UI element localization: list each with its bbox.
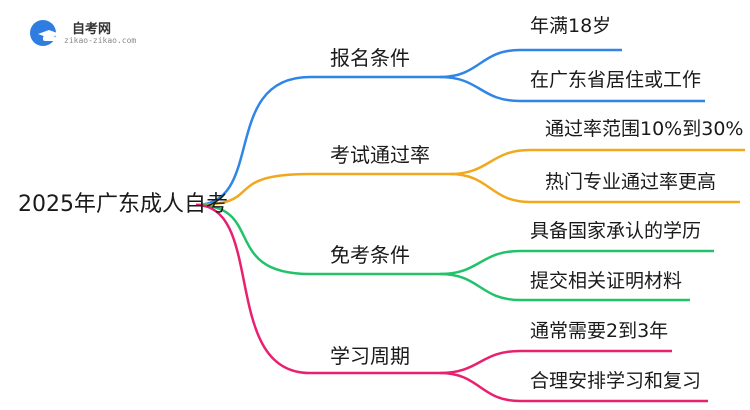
link-exemption [195, 203, 440, 276]
branch-registration: 报名条件 [330, 46, 410, 70]
link-study-period-leaf-2 [439, 371, 708, 403]
link-pass-rate-leaf-1 [449, 148, 745, 176]
link-registration-leaf-2 [439, 75, 705, 103]
leaf-schedule: 合理安排学习和复习 [530, 370, 702, 392]
link-registration [195, 75, 440, 207]
link-study-period-leaf-1 [439, 349, 672, 375]
link-exemption-leaf-1 [439, 249, 714, 276]
link-study-period [195, 203, 440, 375]
logo-title: 自考网 [72, 22, 112, 37]
branch-pass-rate: 考试通过率 [330, 143, 430, 167]
leaf-pass-range: 通过率范围10%到30% [545, 118, 744, 140]
branch-exemption: 免考条件 [330, 243, 410, 267]
leaf-popular-majors: 热门专业通过率更高 [545, 171, 717, 193]
root-node: 2025年广东成人自考 [18, 192, 228, 217]
leaf-recognized-degree: 具备国家承认的学历 [530, 220, 702, 242]
logo-subtitle: zikao-zikao.com [64, 36, 137, 45]
leaf-residence: 在广东省居住或工作 [530, 69, 702, 91]
link-registration-leaf-1 [439, 48, 622, 79]
graduation-cap-icon [30, 20, 60, 46]
site-logo[interactable]: 自考网 zikao-zikao.com [24, 14, 164, 50]
branch-study-period: 学习周期 [330, 344, 410, 368]
leaf-duration: 通常需要2到3年 [530, 320, 669, 342]
link-pass-rate-leaf-2 [449, 172, 740, 204]
leaf-proof-materials: 提交相关证明材料 [530, 270, 683, 292]
leaf-age: 年满18岁 [530, 15, 612, 37]
link-pass-rate [195, 172, 450, 207]
link-exemption-leaf-2 [439, 272, 690, 302]
